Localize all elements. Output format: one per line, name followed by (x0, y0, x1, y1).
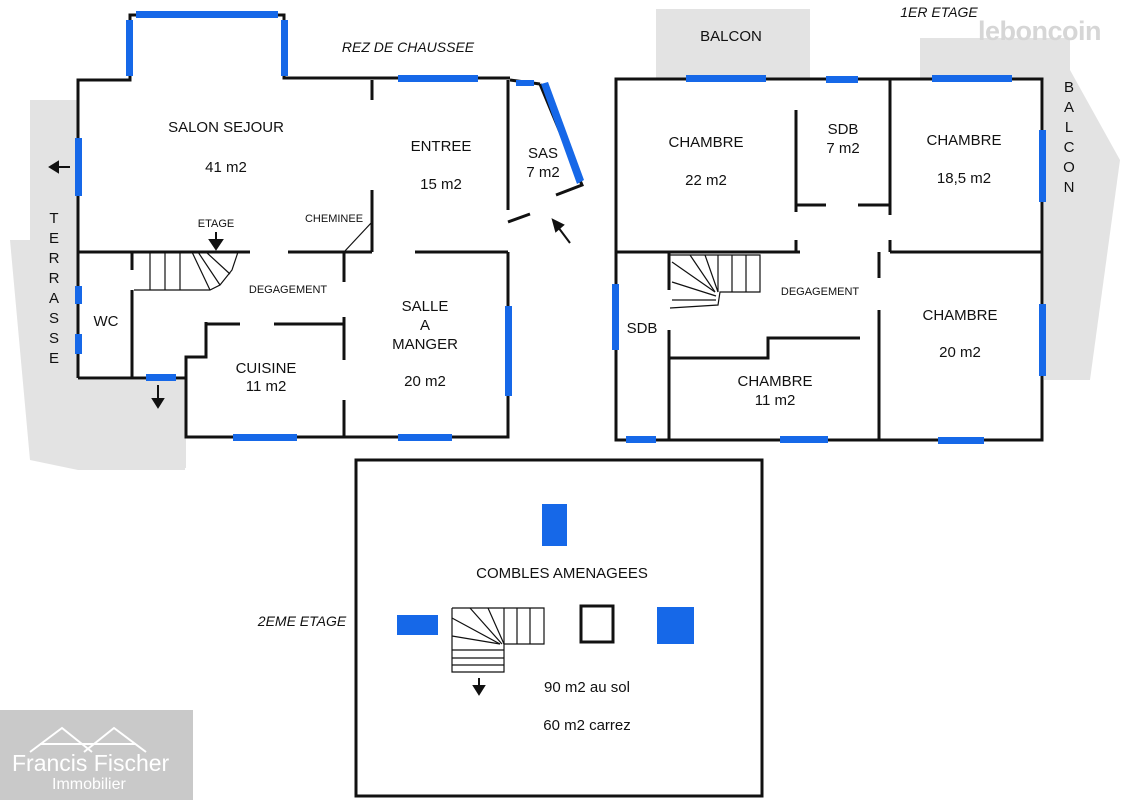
ground-floor-walls (76, 13, 584, 439)
arrow-up-left-icon (551, 218, 571, 244)
combles-title: COMBLES AMENAGEES (476, 565, 648, 582)
degagement-1-label: DEGAGEMENT (780, 286, 860, 298)
level-label-ground: REZ DE CHAUSSEE (341, 39, 475, 55)
degagement-label: DEGAGEMENT (248, 284, 328, 296)
first-floor-thin-lines (669, 254, 761, 309)
terrasse-area (10, 100, 185, 470)
balcon-side-area (920, 38, 1120, 380)
entree-area: 15 m2 (420, 176, 462, 193)
terrasse-label: TERRASSE (48, 210, 60, 367)
balcon-side-label: BALCON (1063, 79, 1075, 196)
arrow-down-icon (472, 678, 486, 696)
terrasse-lower-area (78, 380, 186, 468)
salle-line3: MANGER (392, 336, 458, 353)
chambre-d-area: 20 m2 (939, 344, 981, 361)
level-label-first: 1ER ETAGE (900, 4, 978, 20)
arrow-down-icon (151, 385, 165, 409)
chambre-d-name: CHAMBRE (922, 307, 998, 324)
entree-name: ENTREE (410, 138, 472, 155)
windows (75, 11, 1046, 644)
wc-label: WC (93, 313, 119, 330)
sdb-b-label: SDB (626, 320, 658, 337)
salon-area: 41 m2 (205, 159, 247, 176)
ground-floor-thin-lines (134, 221, 373, 291)
chambre-b-name: CHAMBRE (926, 132, 1002, 149)
salon-name: SALON SEJOUR (168, 119, 284, 136)
salle-line2: A (419, 317, 431, 334)
combles-area-floor: 90 m2 au sol (544, 679, 630, 696)
salle-area: 20 m2 (404, 373, 446, 390)
sas-area: 7 m2 (526, 164, 560, 181)
first-floor-walls (614, 77, 1044, 442)
agency-roof-icon (29, 726, 147, 753)
chambre-b-area: 18,5 m2 (936, 170, 992, 187)
arrow-down-icon (208, 232, 224, 251)
outdoor-areas (10, 9, 1120, 470)
agency-logo: Francis Fischer Immobilier (0, 710, 193, 800)
sas-name: SAS (527, 145, 559, 162)
combles-area-carrez: 60 m2 carrez (543, 717, 631, 734)
chambre-c-name: CHAMBRE (737, 373, 813, 390)
second-floor-stairs (451, 607, 545, 673)
arrow-left-icon (48, 160, 70, 174)
second-floor-walls (354, 458, 764, 798)
cuisine-area: 11 m2 (245, 378, 287, 395)
balcon-top-area (656, 9, 810, 79)
leboncoin-watermark: leboncoin (978, 16, 1102, 46)
cuisine-name: CUISINE (235, 360, 297, 377)
agency-subtitle: Immobilier (52, 776, 126, 793)
arrows (48, 160, 571, 696)
chambre-a-name: CHAMBRE (668, 134, 744, 151)
level-label-second: 2EME ETAGE (257, 613, 347, 629)
agency-name: Francis Fischer (12, 750, 170, 776)
chambre-c-area: 11 m2 (754, 392, 796, 409)
cheminee-label: CHEMINEE (304, 213, 364, 225)
balcon-top-label: BALCON (700, 28, 762, 45)
sdb-a-area: 7 m2 (826, 140, 860, 157)
sdb-a-name: SDB (827, 121, 859, 138)
chambre-a-area: 22 m2 (685, 172, 727, 189)
etage-label: ETAGE (197, 218, 235, 230)
salle-line1: SALLE (401, 298, 449, 315)
